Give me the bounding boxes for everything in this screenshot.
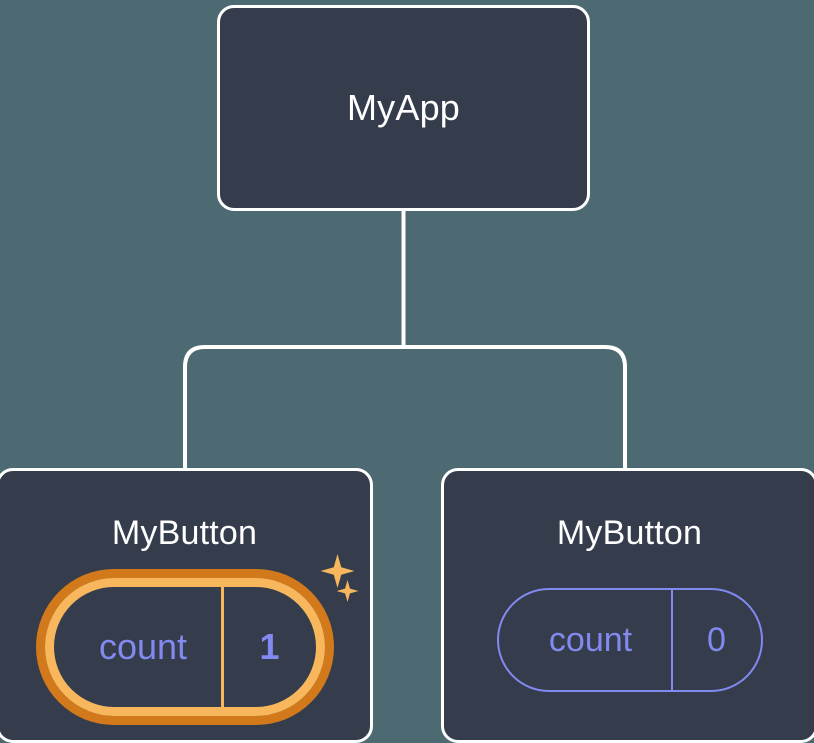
sparkle-group <box>319 554 369 624</box>
node-title-mybutton-right: MyButton <box>556 514 703 552</box>
state-value-left: 1 <box>220 587 316 707</box>
state-key-right: count <box>548 620 633 659</box>
node-title-myapp: MyApp <box>346 87 461 128</box>
state-pill-wrapper-left: count 1 <box>44 554 359 716</box>
state-value-right: 0 <box>670 590 761 690</box>
node-card-mybutton-right[interactable]: MyButton count 0 <box>441 468 814 743</box>
state-key-left: count <box>98 626 188 667</box>
sparkle-large-icon <box>320 554 355 588</box>
node-card-mybutton-left[interactable]: MyButton count 1 <box>0 468 373 743</box>
node-title-mybutton-left: MyButton <box>111 514 258 552</box>
node-card-myapp[interactable]: MyApp <box>217 5 590 211</box>
state-pill-right[interactable]: count 0 <box>496 588 763 692</box>
sparkle-small-icon <box>336 580 359 602</box>
state-pill-left[interactable]: count 1 <box>44 578 325 716</box>
state-pill-wrapper-right: count 0 <box>496 588 763 692</box>
